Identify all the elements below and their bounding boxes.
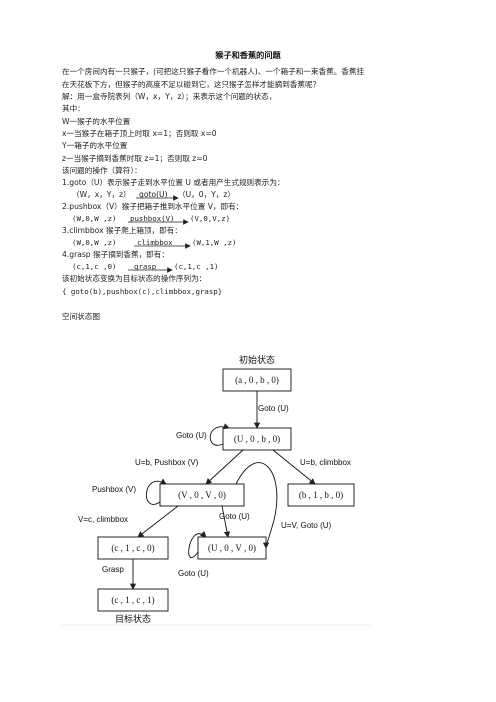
op4-operator: grasp: [134, 262, 157, 271]
op1-text: 1.goto（U）表示猴子走到水平位置 U 或者用产生式规则表示为：: [62, 178, 285, 187]
intro-line-9: 该问题的操作（算符）：: [62, 166, 142, 175]
op3-text: 3.climbbox 猴子爬上箱顶，即有：: [62, 226, 182, 235]
section-heading: 空间状态图: [62, 312, 100, 321]
edge-goto-back: [235, 462, 278, 549]
op4-to: (c,1,c ,1): [174, 262, 219, 271]
state-b1b0: (b , 1 , b , 0): [299, 490, 343, 500]
edge-label-goto-1: Goto (U): [258, 404, 289, 413]
op2-from: (W,0,W ,z): [72, 214, 117, 223]
op4-from: (c,1,c ,0): [72, 262, 117, 271]
intro-line-2: 在天花板下方，但猴子的高度不足以碰到它，这只猴子怎样才能摘到香蕉呢？: [62, 80, 321, 89]
op2-operator: pushbox(V): [130, 214, 175, 223]
operation-sequence: { goto(b),pushbox(c),climbbox,grasp}: [62, 287, 223, 296]
edge-label-pushbox-loop: Pushbox (V): [92, 485, 136, 494]
edge-climbbox-2: [137, 505, 179, 538]
intro-line-3: 解：用一盒寺院表列（W，x，Y，z）；来表示这个问题的状态，: [62, 92, 277, 101]
state-u0v0: (U , 0 , V , 0): [208, 543, 256, 553]
edge-label-grasp: Grasp: [102, 565, 124, 574]
state-u0b0: (U , 0 , b , 0): [234, 434, 280, 444]
op3-to: (W,1,W ,z): [192, 238, 237, 247]
edge-label-goto-back: U=V, Goto (U): [281, 521, 332, 530]
sequence-intro: 该初始状态变换为目标状态的操作序列为：: [62, 274, 207, 283]
edge-goto-loop: [209, 423, 230, 446]
goal-state-label: 目标状态: [115, 613, 151, 624]
intro-line-1: 在一个房间内有一只猴子，(可把这只猴子看作一个机器人)、一个箱子和一束香蕉。香蕉…: [62, 67, 365, 76]
state-v0v0: (V , 0 , V , 0): [178, 490, 226, 500]
edge-pushbox: [205, 449, 244, 485]
edge-label-goto-loop: Goto (U): [176, 431, 207, 440]
state-v0v0-box: [159, 483, 245, 507]
intro-line-5: W一猴子的水平位置: [62, 117, 131, 126]
edge-label-goto-3: Goto (U): [178, 569, 209, 578]
state-b1b0-box: [287, 483, 355, 507]
op2-to: (V,0,V,z): [190, 214, 231, 223]
state-goal: (c , 1 , c , 1): [111, 595, 154, 605]
op3-from: (W,0,W ,z): [72, 238, 117, 247]
page-title: 猴子和香蕉的问题: [215, 50, 281, 60]
edge-goto-2: [221, 505, 231, 538]
edge-goto-3: [188, 531, 207, 559]
op1-from: （W，x，Y，z）: [72, 190, 131, 199]
intro-line-6: x一当猴子在箱子顶上时取 x=1；否则取 x=0: [62, 129, 217, 138]
intro-line-8: z一当猴子摘到香蕉时取 z=1；否则取 z=0: [62, 154, 208, 163]
edge-label-climbbox-2: V=c, climbbox: [78, 515, 128, 524]
op1-to: （U，0，Y，z）: [178, 190, 235, 199]
edge-label-pushbox: U=b, Pushbox (V): [135, 458, 199, 467]
edge-label-climbbox-1: U=b, climbbox: [300, 458, 351, 467]
intro-line-4: 其中：: [62, 104, 85, 113]
intro-line-7: Y一箱子的水平位置: [62, 141, 128, 150]
op1-operator: goto(U): [139, 190, 168, 199]
op2-text: 2.pushbox（V）猴子把箱子推到水平位置 V，即有：: [62, 202, 244, 211]
edge-label-goto-2: Goto (U): [219, 512, 250, 521]
op4-text: 4.grasp 猴子摘到香蕉，即有：: [62, 250, 169, 259]
state-c1c0: (c , 1 , c , 0): [111, 543, 154, 553]
state-initial: (a , 0 , b , 0): [235, 375, 279, 385]
op3-operator: climbbox: [137, 238, 173, 247]
initial-state-label: 初始状态: [239, 354, 275, 365]
edge-pushbox-loop: [146, 478, 167, 505]
edge-climbbox-1: [272, 449, 316, 485]
